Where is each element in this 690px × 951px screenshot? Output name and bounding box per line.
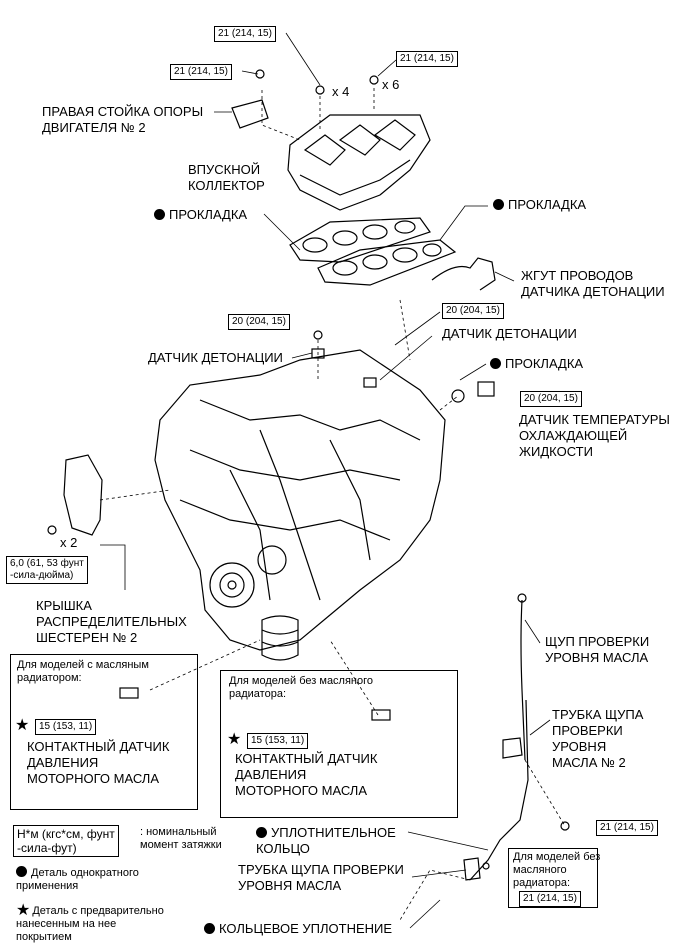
single-use-marker <box>16 866 27 877</box>
precoated-star-icon: ★ <box>16 902 31 919</box>
gasket-left-drawing <box>289 217 431 263</box>
count-x4: x 4 <box>332 84 350 99</box>
torque-box-a: 15 (153, 11) <box>34 719 97 735</box>
box-with-oil-cooler-torque-row: ★ 15 (153, 11) <box>15 717 97 735</box>
label-right-engine-mount: ПРАВАЯ СТОЙКА ОПОРЫ ДВИГАТЕЛЯ № 2 <box>42 104 204 135</box>
label-gasket-right: ПРОКЛАДКА <box>493 197 586 213</box>
pressure-switch-b-drawing <box>371 709 391 721</box>
oil-filter <box>261 615 299 661</box>
label-knock-harness: ЖГУТ ПРОВОДОВ ДАТЧИКА ДЕТОНАЦИИ <box>521 268 665 299</box>
torque-box-b: 15 (153, 11) <box>246 733 309 749</box>
single-use-marker <box>154 209 165 220</box>
label-timing-cover: КРЫШКА РАСПРЕДЕЛИТЕЛЬНЫХ ШЕСТЕРЕН № 2 <box>36 598 187 645</box>
label-gasket-left: ПРОКЛАДКА <box>154 207 247 223</box>
engine-block <box>154 349 446 651</box>
legend-precoated: ★Деталь с предварительно нанесенным на н… <box>16 902 164 944</box>
pressure-switch-a-drawing <box>119 687 139 699</box>
box-small-without-cooler: Для моделей без масляного радиатора: 21 … <box>508 848 601 908</box>
torque-top-right: 21 (214, 15) <box>396 51 458 67</box>
knock-sensor-right-drawing <box>363 377 377 388</box>
crank-pulley <box>209 562 255 608</box>
box-with-oil-cooler: Для моделей с масляным радиатором: ★ 15 … <box>10 654 198 810</box>
gasket-right-drawing <box>317 239 457 286</box>
box-without-oil-cooler-title: Для моделей без масляного радиатора: <box>229 675 374 700</box>
single-use-marker <box>256 827 267 838</box>
torque-box-c: 21 (214, 15) <box>519 891 581 907</box>
torque-top-left: 21 (214, 15) <box>170 64 232 80</box>
box-without-oil-cooler-label: КОНТАКТНЫЙ ДАТЧИК ДАВЛЕНИЯ МОТОРНОГО МАС… <box>235 751 378 798</box>
label-dipstick: ЩУП ПРОВЕРКИ УРОВНЯ МАСЛА <box>545 634 650 665</box>
label-o-ring: КОЛЬЦЕВОЕ УПЛОТНЕНИЕ <box>204 921 392 937</box>
legend-unit-desc: : номинальный момент затяжки <box>140 826 222 851</box>
torque-timing-cover: 6,0 (61, 53 фунт -сила-дюйма) <box>6 556 88 584</box>
label-knock-sensor-left: ДАТЧИК ДЕТОНАЦИИ <box>148 350 283 365</box>
precoated-star-icon: ★ <box>15 717 30 734</box>
label-dipstick-tube-2: ТРУБКА ЩУПА ПРОВЕРКИ УРОВНЯ МАСЛА № 2 <box>552 707 644 770</box>
engine-mount-bracket <box>231 99 269 129</box>
label-gasket-coolant: ПРОКЛАДКА <box>490 356 583 372</box>
single-use-marker <box>493 199 504 210</box>
torque-knock-right: 20 (204, 15) <box>442 303 504 319</box>
label-coolant-temp-sensor: ДАТЧИК ТЕМПЕРАТУРЫ ОХЛАЖДАЮЩЕЙ ЖИДКОСТИ <box>519 412 670 459</box>
torque-knock-left: 20 (204, 15) <box>228 314 290 330</box>
torque-top-mid: 21 (214, 15) <box>214 26 276 42</box>
legend-single-use: Деталь однократного применения <box>16 866 139 892</box>
box-without-oil-cooler: Для моделей без масляного радиатора: ★ 1… <box>220 670 458 818</box>
label-intake-manifold: ВПУСКНОЙ КОЛЛЕКТОР <box>188 162 265 193</box>
box-small-title: Для моделей без масляного радиатора: <box>513 851 601 889</box>
count-x6: x 6 <box>382 77 400 92</box>
single-use-marker <box>204 923 215 934</box>
torque-coolant-sensor: 20 (204, 15) <box>520 391 582 407</box>
coolant-sensor-drawing <box>477 381 495 397</box>
dipstick-drawing <box>520 599 526 761</box>
box-with-oil-cooler-title: Для моделей с масляным радиатором: <box>17 659 149 684</box>
precoated-star-icon: ★ <box>227 731 242 748</box>
knock-harness-drawing <box>431 257 496 291</box>
label-seal-ring: УПЛОТНИТЕЛЬНОЕ КОЛЬЦО <box>256 825 396 856</box>
timing-cover-drawing <box>63 454 103 536</box>
legend-unit-box: Н*м (кгс*см, фунт -сила-фут) <box>13 825 119 857</box>
count-x2: x 2 <box>60 535 78 550</box>
torque-dipstick-tube-2: 21 (214, 15) <box>596 820 658 836</box>
label-dipstick-tube: ТРУБКА ЩУПА ПРОВЕРКИ УРОВНЯ МАСЛА <box>238 862 404 893</box>
box-without-oil-cooler-torque-row: ★ 15 (153, 11) <box>227 731 309 749</box>
single-use-marker <box>490 358 501 369</box>
box-with-oil-cooler-label: КОНТАКТНЫЙ ДАТЧИК ДАВЛЕНИЯ МОТОРНОГО МАС… <box>27 739 170 786</box>
intake-manifold-drawing <box>287 114 431 211</box>
label-knock-sensor-right: ДАТЧИК ДЕТОНАЦИИ <box>442 326 577 341</box>
